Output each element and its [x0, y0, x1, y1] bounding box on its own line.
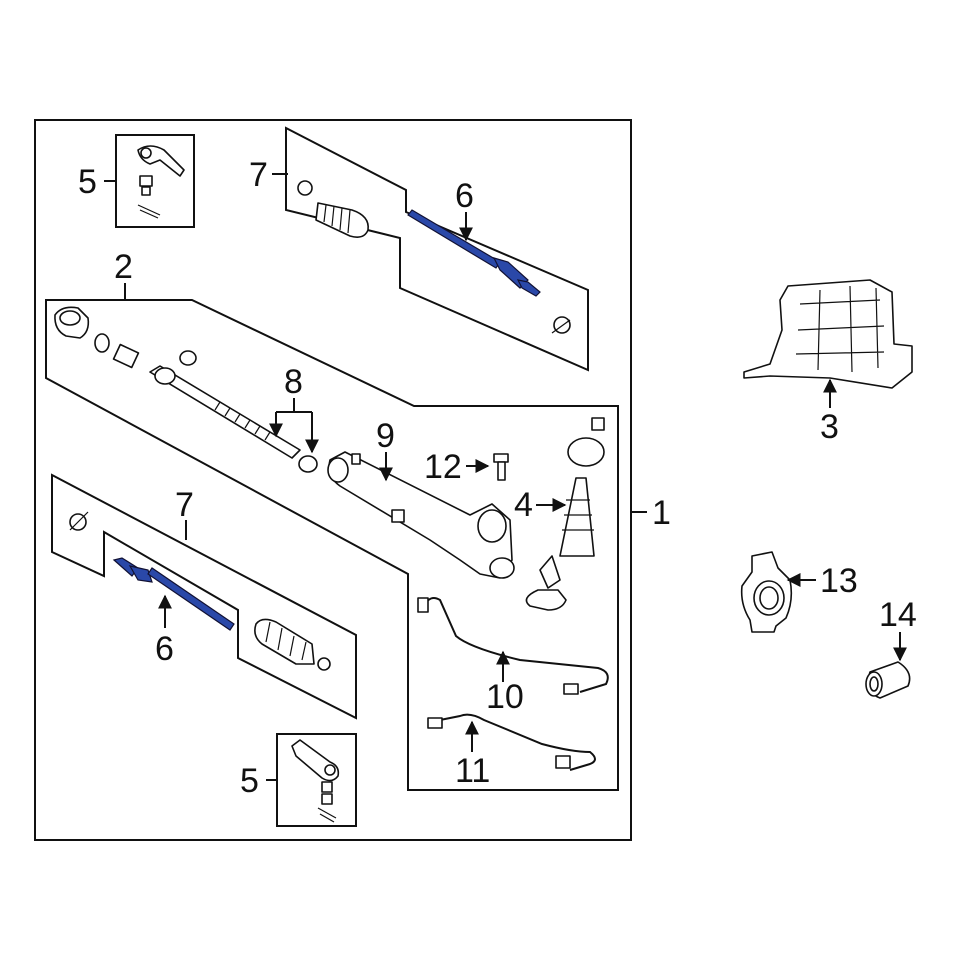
callout-4[interactable]: 4 [514, 486, 533, 524]
inner-tie-rod-bottom[interactable] [112, 557, 235, 631]
inner-tie-rod-top[interactable] [407, 209, 541, 297]
callout-8-leader [269, 398, 319, 454]
callout-14[interactable]: 14 [879, 596, 917, 634]
heat-shield[interactable] [743, 279, 913, 389]
pressure-line[interactable] [417, 597, 609, 695]
boot-kit-box-top[interactable] [285, 126, 589, 372]
bushing[interactable] [865, 661, 911, 699]
mount-bracket[interactable] [740, 551, 793, 633]
callout-5-top[interactable]: 5 [78, 163, 97, 201]
callout-6-bottom[interactable]: 6 [155, 630, 174, 668]
return-line[interactable] [427, 713, 596, 771]
assembly-frame [34, 119, 632, 841]
callout-9[interactable]: 9 [376, 417, 395, 455]
callout-11[interactable]: 11 [455, 752, 490, 790]
callout-10[interactable]: 10 [486, 678, 524, 716]
boot-kit-box-bottom[interactable] [51, 473, 357, 720]
rack-housing-box[interactable] [45, 299, 619, 791]
callout-1[interactable]: 1 [652, 494, 671, 532]
mounting-bolt[interactable] [493, 453, 509, 481]
callout-12[interactable]: 12 [424, 448, 462, 486]
callout-8[interactable]: 8 [284, 363, 303, 401]
gear-housing[interactable] [327, 451, 515, 579]
callout-3[interactable]: 3 [820, 408, 839, 446]
callout-13[interactable]: 13 [820, 562, 858, 600]
tie-rod-end-box-bottom[interactable] [276, 733, 357, 827]
callout-2[interactable]: 2 [114, 248, 133, 286]
callout-5-bottom[interactable]: 5 [240, 762, 259, 800]
tie-rod-end-box-top[interactable] [115, 134, 195, 228]
callout-6-top[interactable]: 6 [455, 177, 474, 215]
callout-7-bottom[interactable]: 7 [175, 486, 194, 524]
pinion-shaft[interactable] [525, 417, 605, 611]
callout-7-top[interactable]: 7 [249, 156, 268, 194]
